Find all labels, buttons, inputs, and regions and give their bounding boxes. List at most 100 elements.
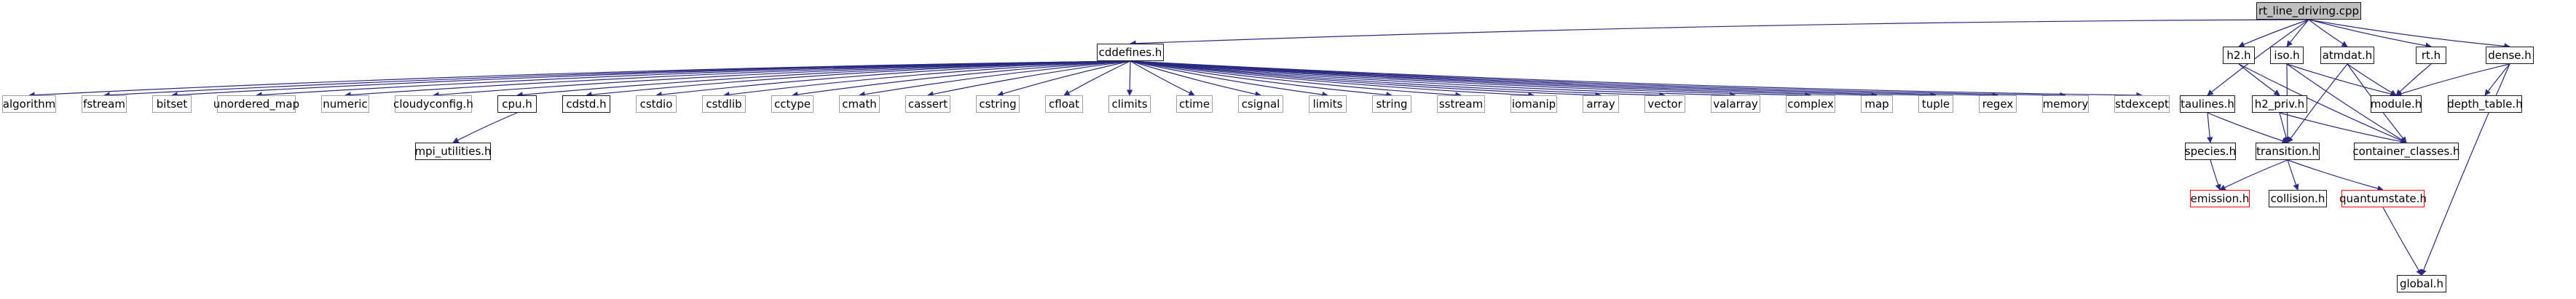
graph-node-map[interactable]: map bbox=[1861, 95, 1893, 113]
graph-edge bbox=[1130, 60, 1878, 99]
graph-edge bbox=[1130, 60, 1998, 99]
graph-edge bbox=[2219, 159, 2288, 191]
graph-edge bbox=[1130, 60, 1811, 99]
graph-node-ctime[interactable]: ctime bbox=[1176, 95, 1213, 113]
graph-edge bbox=[2279, 112, 2407, 145]
graph-edge bbox=[2210, 159, 2221, 191]
graph-node-h2-h[interactable]: h2.h bbox=[2223, 47, 2255, 64]
graph-node-container-classes-h[interactable]: container_classes.h bbox=[2352, 143, 2460, 160]
graph-node-atmdat-h[interactable]: atmdat.h bbox=[2320, 47, 2374, 64]
graph-node-complex[interactable]: complex bbox=[1786, 95, 1835, 113]
graph-node-sstream[interactable]: sstream bbox=[1437, 95, 1485, 113]
graph-node-cstring[interactable]: cstring bbox=[976, 95, 1020, 113]
graph-edge bbox=[1130, 60, 1937, 99]
graph-edge bbox=[1130, 19, 2309, 47]
graph-node-transition-h[interactable]: transition.h bbox=[2256, 143, 2320, 160]
graph-node-array[interactable]: array bbox=[1583, 95, 1619, 113]
graph-edge bbox=[452, 112, 518, 143]
graph-node-cpu-h[interactable]: cpu.h bbox=[497, 95, 537, 113]
graph-node-tuple[interactable]: tuple bbox=[1918, 95, 1953, 113]
graph-node-cdstd-h[interactable]: cdstd.h bbox=[562, 95, 610, 113]
graph-node-dense-h[interactable]: dense.h bbox=[2486, 47, 2534, 64]
graph-edge bbox=[2207, 112, 2213, 143]
graph-edge bbox=[655, 60, 1131, 98]
graph-edge bbox=[723, 60, 1131, 98]
graph-node-cloudyconfig-h[interactable]: cloudyconfig.h bbox=[393, 95, 473, 113]
graph-edge bbox=[2395, 63, 2510, 97]
graph-edge bbox=[1130, 60, 1261, 97]
graph-node-vector[interactable]: vector bbox=[1645, 95, 1685, 113]
graph-edge bbox=[2279, 112, 2290, 143]
graph-node-numeric[interactable]: numeric bbox=[321, 95, 369, 113]
graph-node-taulines-h[interactable]: taulines.h bbox=[2180, 95, 2235, 113]
graph-node-collision-h[interactable]: collision.h bbox=[2269, 190, 2327, 207]
graph-node-rt-h[interactable]: rt.h bbox=[2416, 47, 2446, 64]
graph-edge bbox=[1130, 60, 1462, 98]
graph-node-global-h[interactable]: global.h bbox=[2397, 275, 2446, 292]
graph-node-mpi-utilities-h[interactable]: mpi_utilities.h bbox=[414, 143, 492, 160]
graph-node-cstdio[interactable]: cstdio bbox=[636, 95, 677, 113]
graph-node-bitset[interactable]: bitset bbox=[152, 95, 192, 113]
graph-edge bbox=[1130, 60, 2066, 99]
graph-edge bbox=[2395, 63, 2432, 96]
graph-node-species-h[interactable]: species.h bbox=[2185, 143, 2236, 160]
graph-edge bbox=[1130, 60, 1602, 98]
graph-edge bbox=[1130, 60, 1393, 98]
graph-node-limits[interactable]: limits bbox=[1309, 95, 1347, 113]
graph-node-depth-table-h[interactable]: depth_table.h bbox=[2447, 95, 2523, 113]
graph-node-memory[interactable]: memory bbox=[2042, 95, 2089, 113]
graph-edge bbox=[2238, 63, 2280, 96]
graph-edge bbox=[2238, 19, 2309, 47]
graph-node-quantumstate-h[interactable]: quantumstate.h bbox=[2339, 190, 2427, 207]
graph-edge bbox=[2286, 63, 2407, 143]
graph-node-cctype[interactable]: cctype bbox=[771, 95, 814, 113]
graph-node-regex[interactable]: regex bbox=[1979, 95, 2017, 113]
graph-edge bbox=[792, 60, 1131, 98]
graph-edge bbox=[586, 60, 1131, 98]
graph-node-cddefines-h[interactable]: cddefines.h bbox=[1097, 44, 1164, 61]
graph-edge bbox=[1130, 60, 1535, 98]
graph-node-rt-line-driving-cpp[interactable]: rt_line_driving.cpp bbox=[2256, 2, 2361, 20]
graph-node-string[interactable]: string bbox=[1372, 95, 1411, 113]
graph-edge bbox=[1130, 60, 1666, 99]
graph-edge bbox=[2420, 63, 2510, 276]
graph-node-h2-priv-h[interactable]: h2_priv.h bbox=[2252, 95, 2307, 113]
graph-edge bbox=[1063, 60, 1131, 96]
graph-edge bbox=[2287, 159, 2384, 192]
graph-edge bbox=[859, 60, 1131, 97]
graph-edge bbox=[2287, 63, 2348, 143]
graph-node-iso-h[interactable]: iso.h bbox=[2270, 47, 2304, 64]
graph-node-emission-h[interactable]: emission.h bbox=[2190, 190, 2250, 207]
graph-node-fstream[interactable]: fstream bbox=[82, 95, 127, 113]
graph-edge bbox=[2382, 207, 2422, 276]
graph-node-valarray[interactable]: valarray bbox=[1711, 95, 1760, 113]
graph-edge bbox=[997, 60, 1131, 97]
graph-edge bbox=[2238, 63, 2407, 143]
graph-edge bbox=[2484, 63, 2510, 96]
graph-edge bbox=[2308, 19, 2432, 49]
graph-edge bbox=[2207, 19, 2309, 96]
graph-node-cfloat[interactable]: cfloat bbox=[1045, 95, 1083, 113]
graph-edge bbox=[1130, 60, 1736, 99]
graph-edge bbox=[2347, 63, 2397, 96]
graph-edge bbox=[1130, 60, 1328, 98]
graph-node-csignal[interactable]: csignal bbox=[1238, 95, 1283, 113]
graph-node-unordered-map[interactable]: unordered_map bbox=[213, 95, 299, 113]
graph-edge bbox=[927, 60, 1131, 97]
graph-node-module-h[interactable]: module.h bbox=[2371, 95, 2422, 113]
graph-node-cmath[interactable]: cmath bbox=[839, 95, 880, 113]
graph-edge bbox=[2308, 19, 2510, 49]
graph-node-cstdlib[interactable]: cstdlib bbox=[702, 95, 746, 113]
graph-edge bbox=[2308, 19, 2348, 47]
graph-edge bbox=[2286, 63, 2397, 97]
graph-node-iomanip[interactable]: iomanip bbox=[1510, 95, 1557, 113]
graph-edge bbox=[2207, 112, 2288, 144]
graph-node-cassert[interactable]: cassert bbox=[905, 95, 950, 113]
graph-node-climits[interactable]: climits bbox=[1108, 95, 1151, 113]
graph-node-algorithm[interactable]: algorithm bbox=[2, 95, 56, 113]
graph-edge bbox=[1130, 60, 2143, 99]
graph-node-stdexcept[interactable]: stdexcept bbox=[2114, 95, 2170, 113]
graph-edge bbox=[1130, 60, 1195, 96]
